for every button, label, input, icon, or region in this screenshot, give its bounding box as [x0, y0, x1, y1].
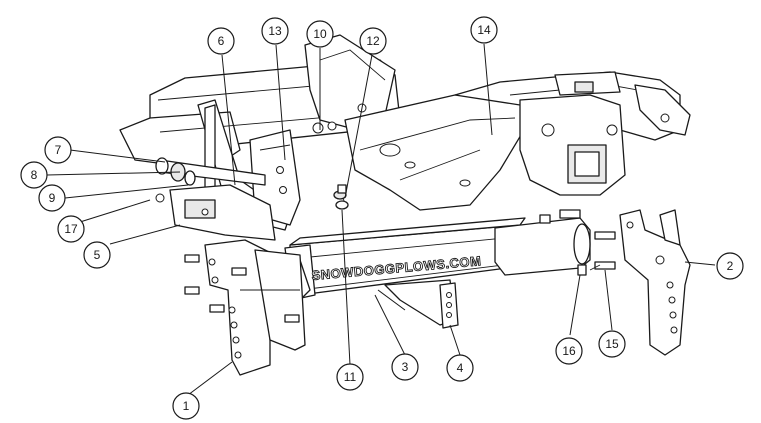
callout-15: 15 [598, 330, 626, 358]
center-hardware [333, 184, 349, 210]
callout-16-label: 16 [562, 344, 576, 358]
callout-6-label: 6 [218, 34, 225, 48]
callout-7: 7 [44, 136, 72, 164]
callout-2-label: 2 [727, 259, 734, 273]
callout-16: 16 [555, 337, 583, 365]
callout-13: 13 [261, 17, 289, 45]
callout-15-label: 15 [605, 337, 619, 351]
leader-lines [46, 43, 716, 396]
callout-3: 3 [391, 353, 419, 381]
callout-17-label: 17 [64, 222, 78, 236]
callout-1-label: 1 [183, 399, 190, 413]
cross-tube: SNOWDOGGPLOWS.COM [284, 217, 591, 326]
callout-1: 1 [172, 392, 200, 420]
callout-13-label: 13 [268, 24, 282, 38]
left-side-brackets [155, 99, 301, 241]
callout-3-label: 3 [402, 360, 409, 374]
left-bolts [184, 254, 300, 323]
callout-9-label: 9 [49, 191, 56, 205]
callout-5-label: 5 [94, 248, 101, 262]
callout-14: 14 [470, 16, 498, 44]
mount-tab [439, 282, 459, 329]
callout-17: 17 [57, 215, 85, 243]
callout-4: 4 [446, 354, 474, 382]
callout-6: 6 [207, 27, 235, 55]
callout-12: 12 [359, 27, 387, 55]
callout-10: 10 [306, 20, 334, 48]
callout-11: 11 [336, 363, 364, 391]
callout-7-label: 7 [55, 143, 62, 157]
callout-12-label: 12 [366, 34, 380, 48]
callout-4-label: 4 [457, 361, 464, 375]
callout-11-label: 11 [344, 370, 357, 384]
right-mount-plate [619, 209, 691, 356]
callout-10-label: 10 [313, 27, 327, 41]
callout-5: 5 [83, 241, 111, 269]
callout-14-label: 14 [477, 23, 491, 37]
callout-9: 9 [38, 184, 66, 212]
callout-8-label: 8 [31, 168, 38, 182]
right-hardware [539, 209, 616, 276]
callout-2: 2 [716, 252, 744, 280]
callout-8: 8 [20, 161, 48, 189]
left-mount-plate [184, 239, 311, 376]
